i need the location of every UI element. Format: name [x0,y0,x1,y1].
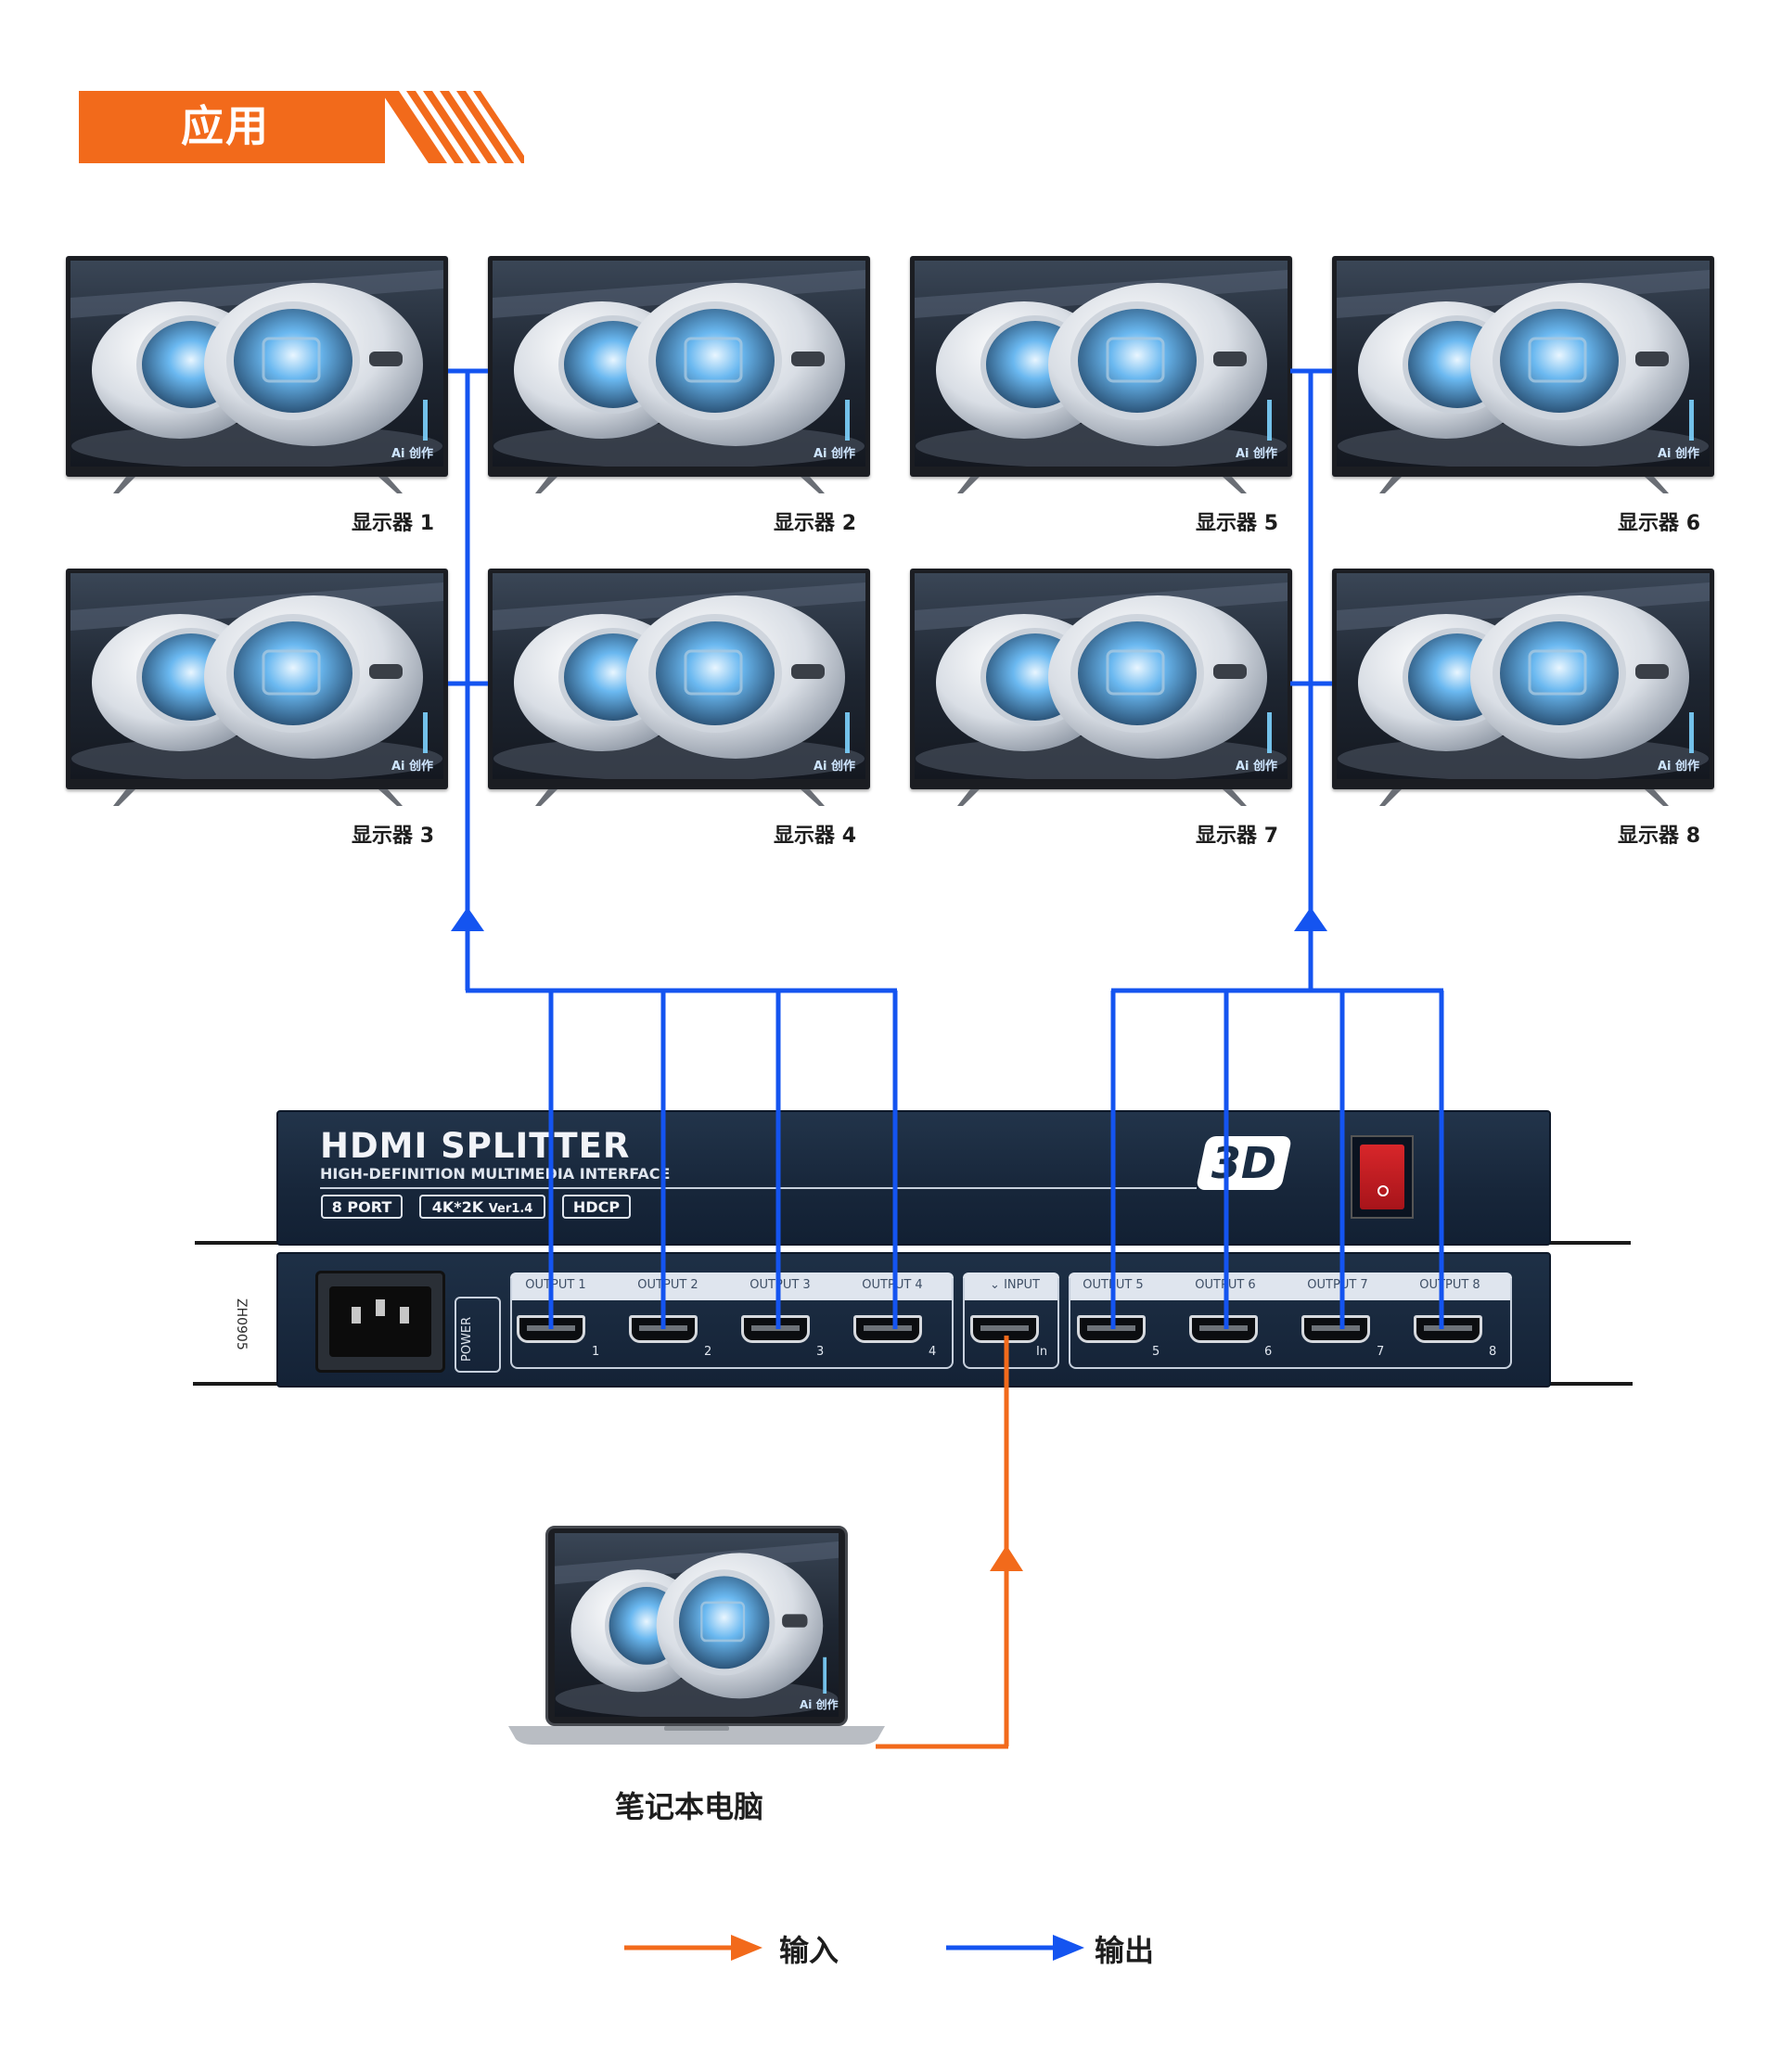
monitor-stand [535,477,825,493]
tag-version: Ver1.4 [488,1202,533,1216]
port-number: 2 [704,1345,712,1359]
watermark: Ai 创作 [1235,447,1277,461]
hdmi-output-port-4[interactable] [853,1315,922,1343]
watermark: Ai 创作 [391,447,433,461]
output-arrow-left-icon [451,907,484,931]
output-8-label: OUTPUT 8 [1419,1278,1480,1292]
monitor-8: Ai 创作 [1332,569,1714,806]
monitor-label: 显示器 1 [352,512,434,535]
monitor-1: Ai 创作 [66,256,448,493]
output-group-1-4 [510,1278,954,1369]
input-label: ⌄ INPUT [968,1278,1061,1292]
monitor-label: 显示器 8 [1618,825,1700,848]
input-arrow-icon [990,1545,1023,1571]
input-group-bar [963,1273,1059,1300]
legend-input-label: 输入 [779,1933,839,1968]
watermark: Ai 创作 [1657,447,1699,461]
output-group-bar [1069,1273,1512,1300]
mounting-ear [195,1241,278,1245]
watermark: Ai 创作 [813,760,855,774]
port-number: In [1036,1345,1048,1359]
monitor-stand [1379,789,1669,806]
splitter-front-panel [276,1110,1551,1246]
output-arrow-right-icon [1294,907,1327,931]
port-number: 5 [1152,1345,1160,1359]
output-group-5-8 [1069,1278,1512,1369]
section-header: 应用 [79,91,524,163]
laptop-base [508,1726,885,1745]
monitor-6: Ai 创作 [1332,256,1714,493]
monitor-stand [113,477,403,493]
tag-hdcp: HDCP [562,1195,631,1219]
legend-output-arrow-icon [1053,1935,1084,1961]
input-group [963,1278,1059,1369]
port-number: 3 [816,1345,825,1359]
monitor-5: Ai 创作 [910,256,1292,493]
output-1-label: OUTPUT 1 [525,1278,586,1292]
power-label-box [455,1297,501,1373]
monitor-stand [113,789,403,806]
input-label-text: INPUT [1004,1278,1040,1292]
mounting-ear [1547,1382,1633,1386]
port-number: 6 [1264,1345,1273,1359]
watermark: Ai 创作 [813,447,855,461]
monitor-stand [957,789,1247,806]
splitter-title: HDMI SPLITTER [320,1126,631,1166]
port-number: 8 [1489,1345,1497,1359]
page-title: 应用 [181,101,270,151]
port-number: 1 [592,1345,600,1359]
watermark: Ai 创作 [1235,760,1277,774]
monitor-stand [957,477,1247,493]
legend-output-label: 输出 [1095,1933,1155,1968]
output-group-bar [510,1273,954,1300]
power-rocker-icon [1360,1145,1404,1209]
watermark: Ai 创作 [1657,760,1699,774]
header-stripes-graphic [79,91,524,163]
port-number: 7 [1377,1345,1385,1359]
watermark: Ai 创作 [391,760,433,774]
input-arrow-icon: ⌄ [990,1278,1005,1292]
monitor-stand [535,789,825,806]
output-4-label: OUTPUT 4 [862,1278,923,1292]
mounting-ear [193,1382,278,1386]
tag-resolution-main: 4K*2K [431,1198,484,1216]
output-2-label: OUTPUT 2 [637,1278,698,1292]
monitor-label: 显示器 5 [1196,512,1278,535]
monitor-7: Ai 创作 [910,569,1292,806]
monitor-label: 显示器 4 [774,825,856,848]
monitor-3: Ai 创作 [66,569,448,806]
hdmi-output-port-6[interactable] [1189,1315,1258,1343]
monitor-label: 显示器 2 [774,512,856,535]
port-number: 4 [929,1345,937,1359]
hdmi-output-port-8[interactable] [1414,1315,1482,1343]
legend-input-arrow-icon [731,1935,762,1961]
monitor-stand [1379,477,1669,493]
monitor-2: Ai 创作 [488,256,870,493]
monitor-label: 显示器 3 [352,825,434,848]
hdmi-output-port-3[interactable] [741,1315,810,1343]
tag-ports: 8 PORT [321,1195,403,1219]
monitor-label: 显示器 7 [1196,825,1278,848]
splitter-subtitle: HIGH-DEFINITION MULTIMEDIA INTERFACE [320,1165,671,1183]
hdmi-output-port-7[interactable] [1301,1315,1370,1343]
power-switch[interactable] [1351,1135,1414,1219]
tag-resolution: 4K*2K Ver1.4 [419,1195,545,1219]
ac-power-socket[interactable] [315,1271,445,1373]
output-7-label: OUTPUT 7 [1307,1278,1368,1292]
mounting-ear [1547,1241,1631,1245]
watermark: Ai 创作 [800,1698,839,1711]
monitor-4: Ai 创作 [488,569,870,806]
laptop-label: 笔记本电脑 [615,1789,764,1824]
monitor-label: 显示器 6 [1618,512,1700,535]
divider [320,1187,1197,1189]
